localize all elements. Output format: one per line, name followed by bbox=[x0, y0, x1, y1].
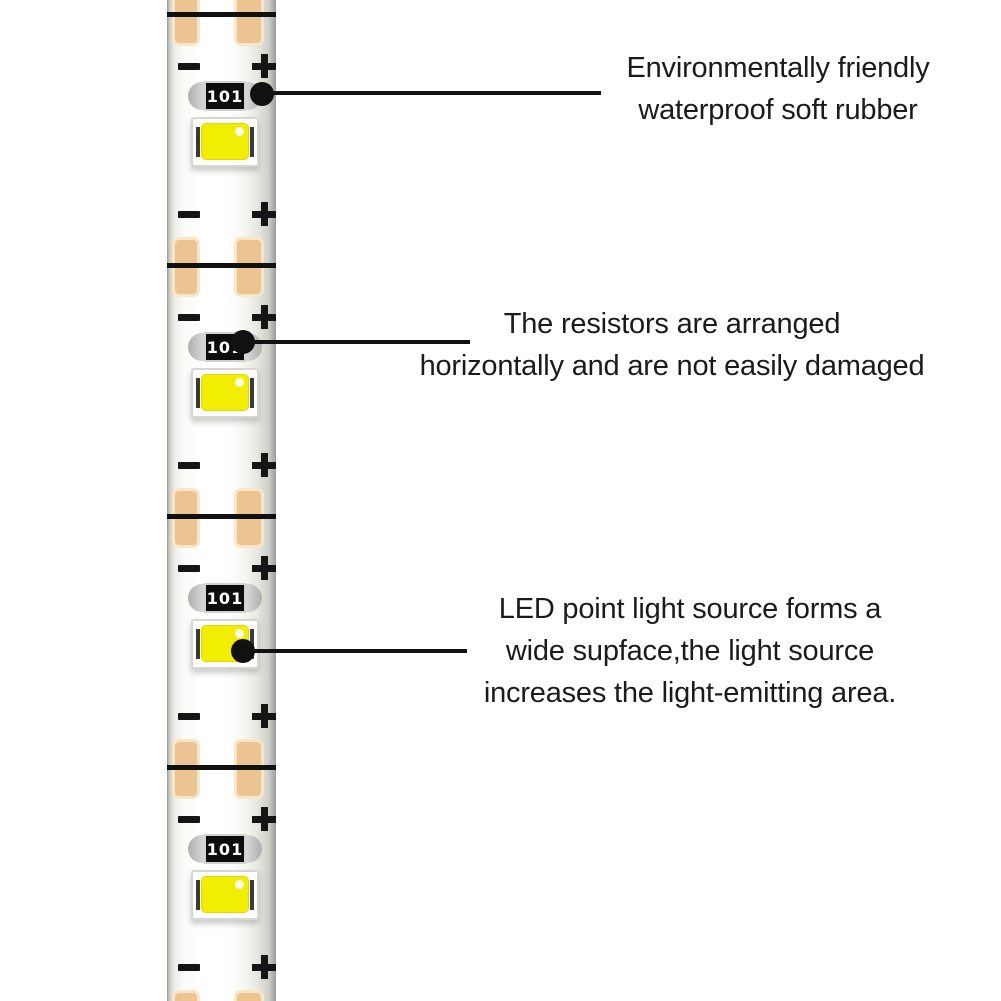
callout-line: Environmentally friendly bbox=[626, 52, 930, 84]
resistor-label: 101 bbox=[206, 588, 244, 608]
polarity-row bbox=[167, 806, 276, 832]
led bbox=[191, 117, 259, 167]
callout-text-waterproof: Environmentally friendly waterproof soft… bbox=[600, 47, 956, 131]
plus-icon bbox=[252, 807, 276, 831]
plus-icon bbox=[252, 453, 276, 477]
leader-line bbox=[243, 649, 467, 653]
resistor-label: 101 bbox=[206, 86, 244, 106]
callout-text-led: LED point light source forms a wide supf… bbox=[456, 588, 924, 714]
minus-icon bbox=[178, 565, 200, 572]
solder-pad bbox=[234, 990, 264, 1001]
led-electrode bbox=[196, 127, 200, 157]
resistor: 101 bbox=[188, 81, 262, 111]
callout-line: LED point light source forms a bbox=[498, 593, 882, 625]
resistor-label: 101 bbox=[206, 839, 244, 859]
callout-text-resistors: The resistors are arranged horizontally … bbox=[390, 303, 954, 387]
strip-junction bbox=[167, 0, 276, 46]
minus-icon bbox=[178, 964, 200, 971]
led bbox=[191, 368, 259, 418]
polarity-row bbox=[167, 452, 276, 478]
led-electrode bbox=[250, 127, 254, 157]
resistor: 101 bbox=[188, 583, 262, 613]
led-strip: 101 101 bbox=[167, 0, 276, 1001]
cut-line bbox=[167, 765, 276, 770]
callout-line: The resistors are arranged bbox=[503, 308, 841, 340]
plus-icon bbox=[252, 556, 276, 580]
polarity-row bbox=[167, 703, 276, 729]
leader-line bbox=[243, 340, 470, 344]
led-emitter bbox=[201, 876, 249, 913]
minus-icon bbox=[178, 713, 200, 720]
plus-icon bbox=[252, 704, 276, 728]
strip-junction bbox=[167, 237, 276, 297]
polarity-row bbox=[167, 304, 276, 330]
polarity-row bbox=[167, 201, 276, 227]
minus-icon bbox=[178, 211, 200, 218]
minus-icon bbox=[178, 816, 200, 823]
minus-icon bbox=[178, 314, 200, 321]
glint-icon bbox=[235, 378, 244, 387]
glint-icon bbox=[235, 629, 244, 638]
plus-icon bbox=[252, 305, 276, 329]
polarity-row bbox=[167, 555, 276, 581]
plus-icon bbox=[252, 955, 276, 979]
glint-icon bbox=[235, 127, 244, 136]
strip-junction bbox=[167, 990, 276, 1001]
glint-icon bbox=[235, 880, 244, 889]
callout-dot bbox=[231, 639, 255, 663]
leader-line bbox=[262, 91, 601, 95]
solder-pad bbox=[172, 0, 200, 46]
led-emitter bbox=[201, 374, 249, 411]
plus-icon bbox=[252, 54, 276, 78]
plus-icon bbox=[252, 202, 276, 226]
cut-line bbox=[167, 263, 276, 268]
strip-junction bbox=[167, 488, 276, 548]
resistor-body: 101 bbox=[204, 834, 246, 864]
led-electrode bbox=[250, 378, 254, 408]
solder-pad bbox=[234, 0, 264, 46]
callout-dot bbox=[231, 330, 255, 354]
led-electrode bbox=[196, 378, 200, 408]
resistor-body: 101 bbox=[204, 583, 246, 613]
resistor-body: 101 bbox=[204, 81, 246, 111]
led bbox=[191, 870, 259, 920]
cut-line bbox=[167, 12, 276, 17]
solder-pad bbox=[172, 990, 200, 1001]
strip-junction bbox=[167, 739, 276, 799]
callout-dot bbox=[250, 82, 274, 106]
minus-icon bbox=[178, 63, 200, 70]
led-electrode bbox=[196, 880, 200, 910]
led-electrode bbox=[250, 880, 254, 910]
polarity-row bbox=[167, 954, 276, 980]
resistor: 101 bbox=[188, 834, 262, 864]
callout-line: increases the light-emitting area. bbox=[483, 677, 897, 709]
led-electrode bbox=[196, 629, 200, 659]
led-emitter bbox=[201, 123, 249, 160]
callout-line: horizontally and are not easily damaged bbox=[419, 350, 925, 382]
minus-icon bbox=[178, 462, 200, 469]
polarity-row bbox=[167, 53, 276, 79]
callout-line: wide supface,the light source bbox=[505, 635, 875, 667]
callout-line: waterproof soft rubber bbox=[638, 94, 918, 126]
cut-line bbox=[167, 514, 276, 519]
